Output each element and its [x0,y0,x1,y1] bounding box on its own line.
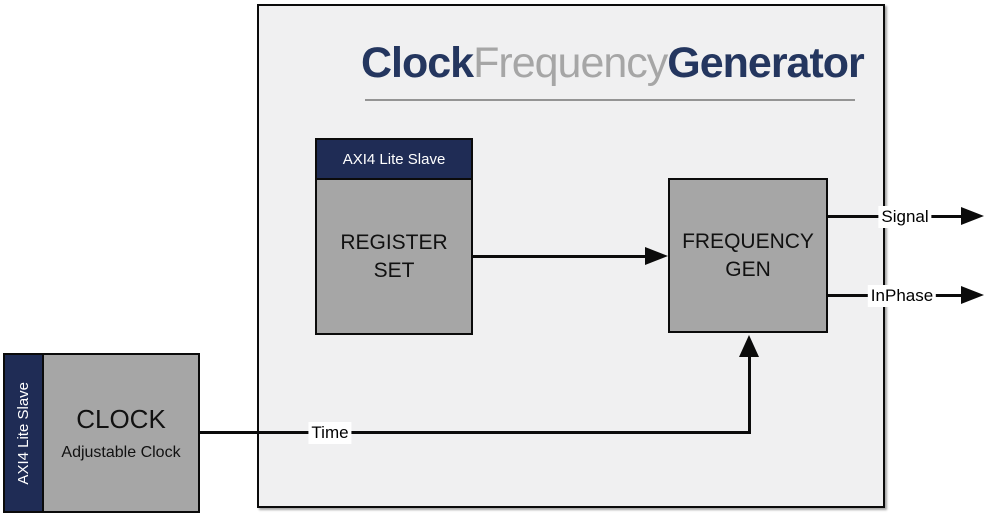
frequency-gen-label-line2: GEN [725,257,771,281]
time-wire-horizontal [200,431,751,434]
register-to-frequency-wire [473,255,648,258]
frequency-gen-block: FREQUENCY GEN [668,178,828,333]
title-underline [365,99,855,101]
arrowhead-up-icon [739,335,759,357]
clock-axi4-sidebar: AXI4 Lite Slave [5,355,44,511]
register-set-block: AXI4 Lite Slave REGISTER SET [315,138,473,335]
title-part-clock: Clock [361,39,474,87]
arrowhead-right-icon [645,247,668,265]
time-wire-label: Time [308,422,352,444]
inphase-wire-label: InPhase [867,285,937,307]
register-axi4-header: AXI4 Lite Slave [317,140,471,180]
title-part-frequency: Frequency [473,39,668,87]
clock-block: AXI4 Lite Slave CLOCK Adjustable Clock [3,353,200,513]
clock-subtitle: Adjustable Clock [61,444,181,461]
clock-title: CLOCK [76,404,166,434]
register-set-label-line2: SET [373,258,415,282]
register-set-label: REGISTER SET [317,180,471,333]
signal-wire-label: Signal [878,206,932,228]
frequency-gen-label-line1: FREQUENCY [682,230,814,254]
clock-block-body: CLOCK Adjustable Clock [44,355,198,511]
arrowhead-right-icon [961,207,984,225]
diagram-title: ClockFrequencyGenerator [361,39,865,87]
arrowhead-right-icon [961,286,984,304]
register-set-label-line1: REGISTER [340,231,448,255]
time-wire-vertical [748,352,751,434]
clock-axi4-sidebar-label: AXI4 Lite Slave [15,381,32,485]
title-part-generator: Generator [667,39,865,87]
